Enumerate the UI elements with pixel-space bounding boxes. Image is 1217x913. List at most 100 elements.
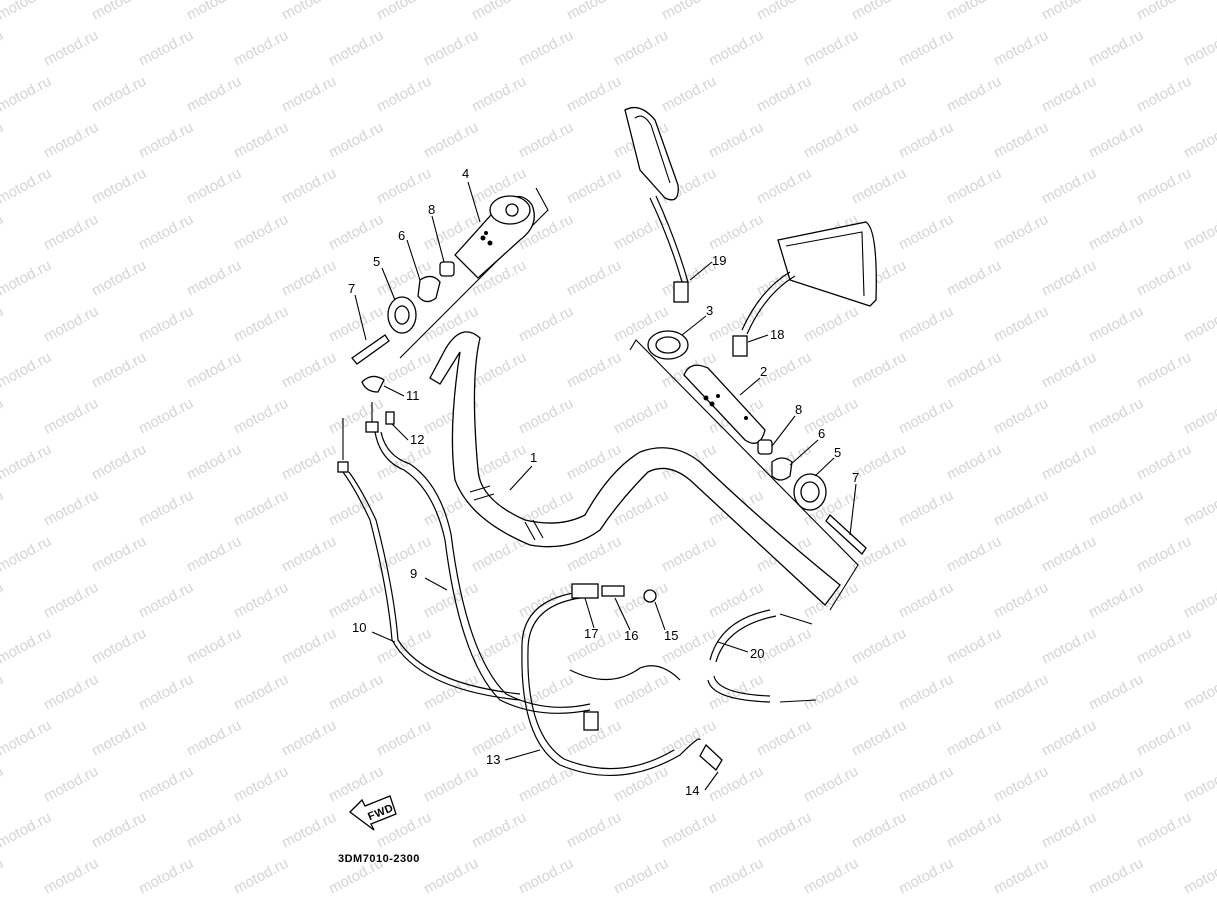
watermark-text: motod.ru bbox=[659, 533, 719, 576]
right-mirror bbox=[732, 221, 877, 357]
watermark-text: motod.ru bbox=[136, 763, 196, 806]
watermark-text: motod.ru bbox=[0, 165, 54, 208]
watermark-text: motod.ru bbox=[991, 763, 1051, 806]
watermark-text: motod.ru bbox=[136, 211, 196, 254]
watermark-text: motod.ru bbox=[1039, 625, 1099, 668]
watermark-text: motod.ru bbox=[706, 211, 766, 254]
watermark-text: motod.ru bbox=[89, 349, 149, 392]
watermark-text: motod.ru bbox=[0, 855, 6, 898]
watermark-text: motod.ru bbox=[849, 533, 909, 576]
watermark-text: motod.ru bbox=[564, 165, 624, 208]
watermark-text: motod.ru bbox=[136, 671, 196, 714]
watermark-text: motod.ru bbox=[41, 487, 101, 530]
watermark-text: motod.ru bbox=[1039, 441, 1099, 484]
starter-cable bbox=[707, 609, 817, 703]
left-handlebar-switch bbox=[454, 195, 535, 279]
watermark-text: motod.ru bbox=[896, 27, 956, 70]
callout-18: 18 bbox=[770, 327, 784, 342]
watermark-text: motod.ru bbox=[754, 165, 814, 208]
watermark-text: motod.ru bbox=[41, 211, 101, 254]
callout-8-right: 8 bbox=[795, 402, 802, 417]
callout-10: 10 bbox=[352, 620, 366, 635]
watermark-text: motod.ru bbox=[279, 533, 339, 576]
watermark-text: motod.ru bbox=[1134, 0, 1194, 24]
callout-4: 4 bbox=[462, 166, 469, 181]
left-mirror bbox=[624, 106, 689, 303]
watermark-text: motod.ru bbox=[184, 717, 244, 760]
watermark-text: motod.ru bbox=[801, 119, 861, 162]
watermark-text: motod.ru bbox=[0, 349, 54, 392]
watermark-text: motod.ru bbox=[991, 27, 1051, 70]
watermark-text: motod.ru bbox=[184, 349, 244, 392]
callout-7-right: 7 bbox=[852, 470, 859, 485]
watermark-text: motod.ru bbox=[1181, 671, 1217, 714]
watermark-text: motod.ru bbox=[1181, 303, 1217, 346]
watermark-text: motod.ru bbox=[1181, 119, 1217, 162]
watermark-text: motod.ru bbox=[136, 119, 196, 162]
watermark-text: motod.ru bbox=[0, 27, 6, 70]
watermark-text: motod.ru bbox=[89, 257, 149, 300]
watermark-text: motod.ru bbox=[1039, 257, 1099, 300]
callout-13: 13 bbox=[486, 752, 500, 767]
watermark-text: motod.ru bbox=[374, 165, 434, 208]
callout-14: 14 bbox=[685, 783, 699, 798]
watermark-text: motod.ru bbox=[516, 763, 576, 806]
watermark-text: motod.ru bbox=[611, 579, 671, 622]
watermark-text: motod.ru bbox=[89, 165, 149, 208]
watermark-text: motod.ru bbox=[564, 257, 624, 300]
watermark-text: motod.ru bbox=[0, 441, 54, 484]
watermark-text: motod.ru bbox=[184, 257, 244, 300]
handlebar bbox=[429, 331, 841, 606]
watermark-text: motod.ru bbox=[0, 73, 54, 116]
watermark-text: motod.ru bbox=[421, 119, 481, 162]
watermark-text: motod.ru bbox=[849, 625, 909, 668]
watermark-text: motod.ru bbox=[896, 579, 956, 622]
watermark-text: motod.ru bbox=[849, 809, 909, 852]
watermark-text: motod.ru bbox=[944, 165, 1004, 208]
watermark-text: motod.ru bbox=[1039, 165, 1099, 208]
clutch-cable bbox=[337, 418, 521, 701]
watermark-text: motod.ru bbox=[991, 671, 1051, 714]
watermark-text: motod.ru bbox=[89, 533, 149, 576]
watermark-text: motod.ru bbox=[1134, 717, 1194, 760]
watermark-text: motod.ru bbox=[231, 395, 291, 438]
watermark-text: motod.ru bbox=[991, 119, 1051, 162]
watermark-text: motod.ru bbox=[516, 395, 576, 438]
watermark-text: motod.ru bbox=[374, 73, 434, 116]
watermark-text: motod.ru bbox=[231, 855, 291, 898]
watermark-text: motod.ru bbox=[0, 211, 6, 254]
watermark-text: motod.ru bbox=[469, 809, 529, 852]
watermark-text: motod.ru bbox=[1134, 73, 1194, 116]
callout-6-right: 6 bbox=[818, 426, 825, 441]
watermark-text: motod.ru bbox=[231, 763, 291, 806]
watermark-text: motod.ru bbox=[279, 349, 339, 392]
right-grip-parts bbox=[757, 439, 867, 555]
watermark-text: motod.ru bbox=[801, 27, 861, 70]
leader-lines bbox=[354, 181, 857, 791]
callout-3: 3 bbox=[706, 303, 713, 318]
watermark-text: motod.ru bbox=[1181, 211, 1217, 254]
watermark-text: motod.ru bbox=[231, 671, 291, 714]
watermark-text: motod.ru bbox=[41, 27, 101, 70]
watermark-text: motod.ru bbox=[516, 27, 576, 70]
watermark-text: motod.ru bbox=[659, 73, 719, 116]
watermark-text: motod.ru bbox=[469, 0, 529, 24]
watermark-text: motod.ru bbox=[849, 0, 909, 24]
watermark-text: motod.ru bbox=[991, 487, 1051, 530]
watermark-text: motod.ru bbox=[326, 27, 386, 70]
watermark-text: motod.ru bbox=[896, 763, 956, 806]
watermark-text: motod.ru bbox=[279, 441, 339, 484]
diagram-code: 3DM7010-2300 bbox=[338, 853, 420, 865]
watermark-text: motod.ru bbox=[1181, 395, 1217, 438]
watermark-text: motod.ru bbox=[516, 303, 576, 346]
watermark-text: motod.ru bbox=[0, 303, 6, 346]
watermark-text: motod.ru bbox=[184, 533, 244, 576]
watermark-text: motod.ru bbox=[0, 763, 6, 806]
watermark-text: motod.ru bbox=[279, 73, 339, 116]
watermark-text: motod.ru bbox=[754, 717, 814, 760]
callout-1: 1 bbox=[530, 450, 537, 465]
left-switch-alignment bbox=[399, 187, 549, 359]
watermark-text: motod.ru bbox=[136, 579, 196, 622]
callout-9: 9 bbox=[410, 566, 417, 581]
watermark-text: motod.ru bbox=[1134, 533, 1194, 576]
